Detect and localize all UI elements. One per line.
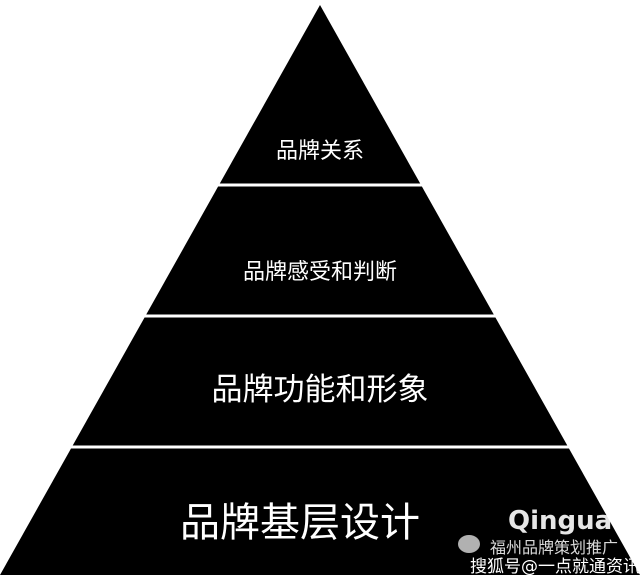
level-brand-performance-imagery: 品牌功能和形象 (211, 372, 429, 408)
level-brand-feelings-judgments: 品牌感受和判断 (242, 260, 397, 285)
level-brand-relationship: 品牌关系 (275, 139, 364, 164)
wechat-icon (458, 535, 480, 553)
level-brand-foundation-design: 品牌基层设计 (180, 500, 420, 546)
watermark-logo: Qingua (508, 506, 613, 536)
pyramid-body (0, 5, 640, 575)
watermark-line2: 搜狐号@一点就通资讯 (470, 557, 640, 575)
watermark-line1: 福州品牌策划推广 (490, 538, 619, 557)
